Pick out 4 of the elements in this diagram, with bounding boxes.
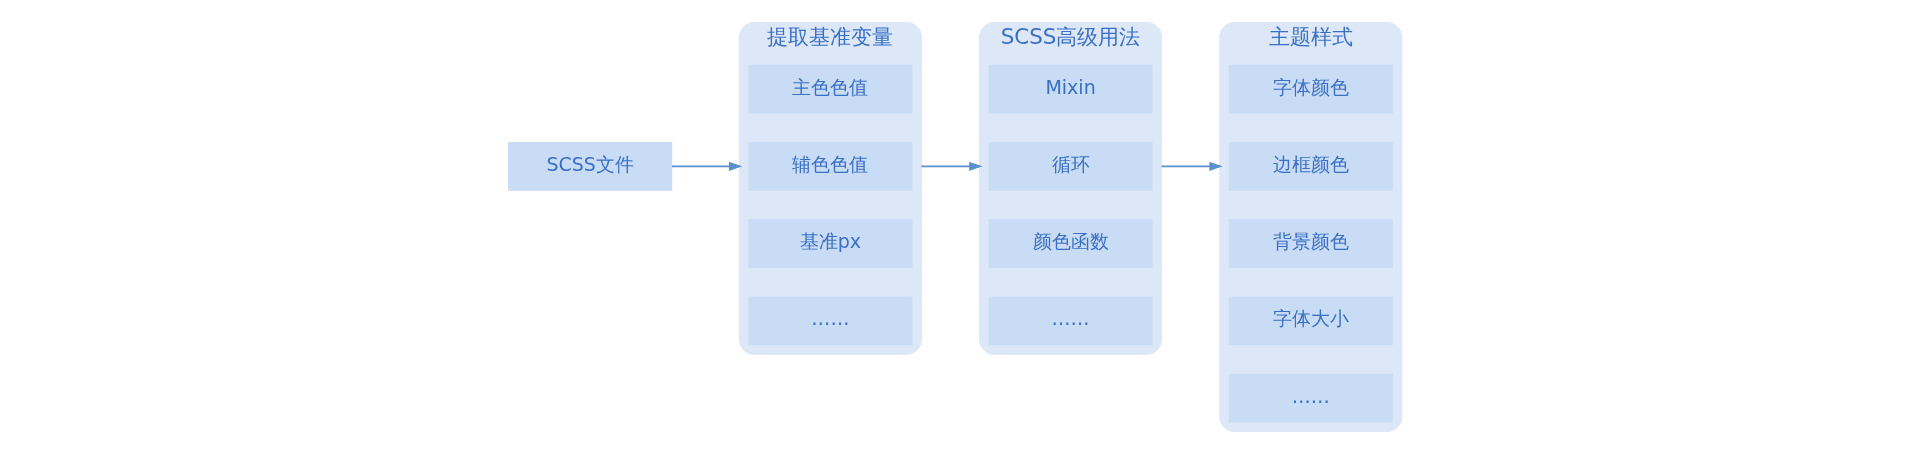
node-box: SCSS文件 [508,142,673,191]
arrow [920,161,983,172]
arrow [1160,161,1223,172]
arrow [670,161,743,172]
